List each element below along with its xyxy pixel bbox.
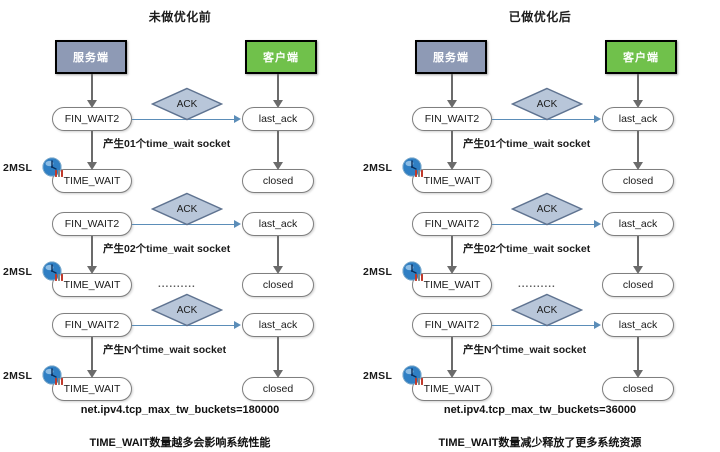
socket-count-caption: 产生02个time_wait socket	[103, 243, 231, 255]
msl-label: 2MSL	[3, 162, 33, 174]
state-fin-wait2: FIN_WAIT2	[52, 212, 132, 236]
socket-count-caption: 产生01个time_wait socket	[463, 138, 591, 150]
socket-count-caption: 产生N个time_wait socket	[463, 344, 587, 356]
lastack-to-closed-arrow	[633, 131, 643, 170]
state-time-wait: TIME_WAIT	[412, 377, 492, 401]
finwait2-to-timewait-arrow	[87, 236, 97, 274]
state-closed: closed	[602, 169, 674, 193]
state-closed: closed	[242, 377, 314, 401]
state-last-ack: last_ack	[602, 212, 674, 236]
client-node: 客户端	[245, 40, 317, 74]
state-last-ack: last_ack	[602, 107, 674, 131]
ack-diamond: ACK	[511, 192, 583, 226]
state-fin-wait2: FIN_WAIT2	[412, 313, 492, 337]
ellipsis-separator: ..........	[158, 279, 196, 290]
socket-count-caption: 产生02个time_wait socket	[463, 243, 591, 255]
server-node: 服务端	[55, 40, 127, 74]
ack-diamond: ACK	[511, 87, 583, 121]
finwait2-to-timewait-arrow	[87, 337, 97, 378]
msl-label: 2MSL	[3, 266, 33, 278]
state-time-wait: TIME_WAIT	[52, 273, 132, 297]
lastack-to-closed-arrow	[633, 337, 643, 378]
client-to-lastack-arrow	[633, 74, 643, 108]
state-time-wait: TIME_WAIT	[412, 169, 492, 193]
ack-arrow	[492, 321, 601, 328]
panel-title: 已做优化后	[508, 10, 572, 24]
sysctl-setting: net.ipv4.tcp_max_tw_buckets=36000	[443, 404, 637, 416]
lastack-to-closed-arrow	[273, 337, 283, 378]
msl-label: 2MSL	[363, 370, 393, 382]
finwait2-to-timewait-arrow	[87, 131, 97, 170]
ack-diamond: ACK	[151, 192, 223, 226]
state-fin-wait2: FIN_WAIT2	[52, 107, 132, 131]
msl-label: 2MSL	[3, 370, 33, 382]
state-time-wait: TIME_WAIT	[412, 273, 492, 297]
state-time-wait: TIME_WAIT	[52, 377, 132, 401]
socket-count-caption: 产生01个time_wait socket	[103, 138, 231, 150]
ellipsis-separator: ..........	[518, 279, 556, 290]
sysctl-setting: net.ipv4.tcp_max_tw_buckets=180000	[80, 404, 280, 416]
lastack-to-closed-arrow	[273, 236, 283, 274]
client-to-lastack-arrow	[273, 74, 283, 108]
state-fin-wait2: FIN_WAIT2	[52, 313, 132, 337]
clock-icon	[42, 157, 64, 179]
state-last-ack: last_ack	[242, 107, 314, 131]
clock-icon	[402, 157, 424, 179]
state-last-ack: last_ack	[242, 313, 314, 337]
state-closed: closed	[602, 377, 674, 401]
msl-label: 2MSL	[363, 162, 393, 174]
summary-note: TIME_WAIT数量减少释放了更多系统资源	[438, 437, 642, 449]
msl-label: 2MSL	[363, 266, 393, 278]
lastack-to-closed-arrow	[273, 131, 283, 170]
ack-arrow	[492, 115, 601, 122]
ack-arrow	[132, 115, 241, 122]
clock-icon	[42, 365, 64, 387]
lastack-to-closed-arrow	[633, 236, 643, 274]
state-time-wait: TIME_WAIT	[52, 169, 132, 193]
state-closed: closed	[242, 169, 314, 193]
finwait2-to-timewait-arrow	[447, 131, 457, 170]
ack-arrow	[132, 220, 241, 227]
clock-icon	[42, 261, 64, 283]
server-to-finwait2-arrow	[447, 74, 457, 108]
client-node: 客户端	[605, 40, 677, 74]
state-fin-wait2: FIN_WAIT2	[412, 212, 492, 236]
finwait2-to-timewait-arrow	[447, 337, 457, 378]
ack-arrow	[492, 220, 601, 227]
state-closed: closed	[242, 273, 314, 297]
clock-icon	[402, 261, 424, 283]
server-node: 服务端	[415, 40, 487, 74]
ack-diamond: ACK	[151, 293, 223, 327]
state-closed: closed	[602, 273, 674, 297]
ack-diamond: ACK	[511, 293, 583, 327]
ack-arrow	[132, 321, 241, 328]
ack-diamond: ACK	[151, 87, 223, 121]
state-last-ack: last_ack	[602, 313, 674, 337]
summary-note: TIME_WAIT数量越多会影响系统性能	[89, 437, 271, 449]
state-fin-wait2: FIN_WAIT2	[412, 107, 492, 131]
panel-title: 未做优化前	[148, 10, 212, 24]
finwait2-to-timewait-arrow	[447, 236, 457, 274]
socket-count-caption: 产生N个time_wait socket	[103, 344, 227, 356]
clock-icon	[402, 365, 424, 387]
state-last-ack: last_ack	[242, 212, 314, 236]
server-to-finwait2-arrow	[87, 74, 97, 108]
